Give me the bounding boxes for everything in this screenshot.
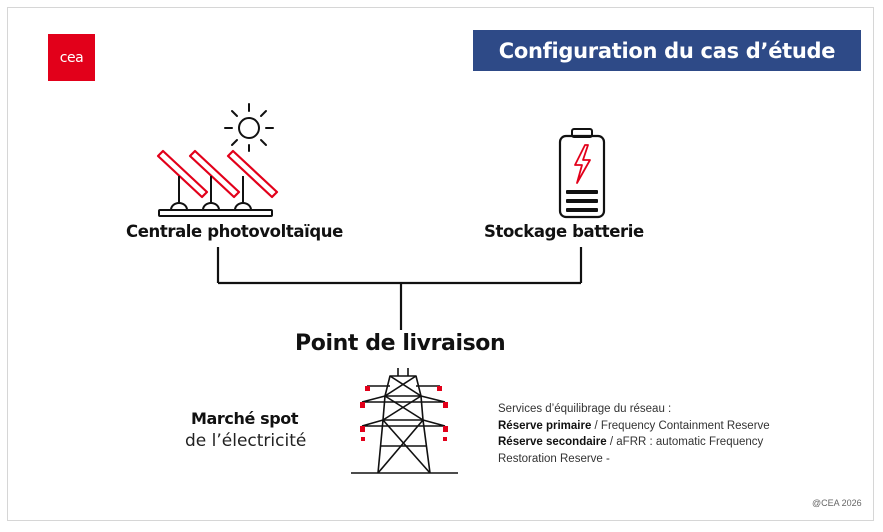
slide-frame [7,7,874,521]
spot-market-label: Marché spot [191,409,299,428]
services-heading: Services d’équilibrage du réseau : [498,403,672,415]
service-secondary-desc: / aFRR : automatic Frequency [606,436,764,448]
solar-panel-icon [156,149,279,217]
battery-icon [558,128,606,219]
delivery-point-label: Point de livraison [295,331,506,356]
pv-plant-label: Centrale photovoltaïque [126,222,343,241]
service-primary-desc: / Frequency Containment Reserve [591,419,770,432]
page-title: Configuration du cas d’étude [473,30,861,71]
copyright-notice: @CEA 2026 [812,498,862,508]
cea-logo: cea [48,34,95,81]
pylon-icon [351,368,458,474]
service-secondary: Réserve secondaire / aFRR : automatic Fr… [498,434,770,451]
service-primary: Réserve primaire / Frequency Containment… [498,418,770,435]
service-secondary-cont: Restoration Reserve - [498,452,610,465]
battery-storage-label: Stockage batterie [484,222,644,241]
service-secondary-name: Réserve secondaire [498,436,607,448]
service-primary-name: Réserve primaire [498,419,592,432]
spot-market-sublabel: de l’électricité [185,431,307,451]
pylon-insulators [360,386,448,441]
connection-lines [216,247,583,330]
sun-icon [224,103,274,152]
grid-services-block: Services d’équilibrage du réseau : Réser… [498,401,770,467]
logo-text: cea [59,49,84,66]
